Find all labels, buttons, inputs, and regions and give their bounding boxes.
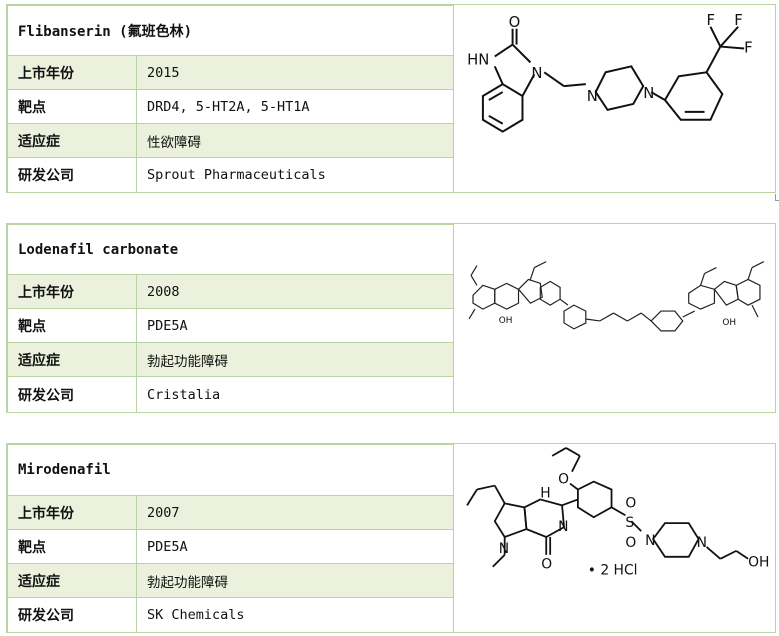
salt-label: • 2 HCl xyxy=(588,563,638,579)
row-label-company: 研发公司 xyxy=(7,376,137,413)
row-value-target: PDE5A xyxy=(136,308,455,343)
row-value-year: 2007 xyxy=(136,495,455,530)
atom-label: O xyxy=(625,495,636,511)
atom-label: N xyxy=(587,88,598,105)
row-label-company: 研发公司 xyxy=(7,597,137,633)
corner-mark xyxy=(775,194,779,201)
atom-label: HN xyxy=(467,51,489,68)
atom-label: N xyxy=(697,535,707,551)
chemical-structure-image: O H N N O S O O N N OH • 2 HCl xyxy=(453,444,775,632)
atom-label: OH xyxy=(722,318,736,328)
atom-label: O xyxy=(558,472,569,488)
row-label-indication: 适应症 xyxy=(7,123,137,158)
atom-label: N xyxy=(558,519,568,535)
structure-mirodenafil: O H N N O S O O N N OH • 2 HCl xyxy=(466,447,769,579)
row-value-target: PDE5A xyxy=(136,529,455,564)
atom-label: N xyxy=(531,65,542,82)
structure-flibanserin: HN O N N N F F F xyxy=(467,12,753,133)
row-label-year: 上市年份 xyxy=(7,274,137,309)
row-label-indication: 适应症 xyxy=(7,563,137,598)
row-value-year: 2015 xyxy=(136,55,455,90)
row-label-indication: 适应症 xyxy=(7,342,137,377)
row-value-indication: 勃起功能障碍 xyxy=(136,563,455,598)
row-label-target: 靶点 xyxy=(7,308,137,343)
atom-label: OH xyxy=(499,316,513,326)
atom-label: S xyxy=(625,515,634,531)
atom-label: O xyxy=(541,557,552,573)
row-value-indication: 性欲障碍 xyxy=(136,123,455,158)
atom-label: O xyxy=(509,14,521,31)
atom-label: O xyxy=(625,535,636,551)
structure-lodenafil: OH OH xyxy=(468,261,765,332)
atom-label: N xyxy=(499,541,509,557)
atom-label: N xyxy=(645,533,655,549)
atom-label: OH xyxy=(748,555,769,571)
row-label-year: 上市年份 xyxy=(7,495,137,530)
atom-label: F xyxy=(734,12,743,29)
atom-label: N xyxy=(643,85,654,102)
atom-label: H xyxy=(540,485,550,501)
row-value-indication: 勃起功能障碍 xyxy=(136,342,455,377)
row-label-year: 上市年份 xyxy=(7,55,137,90)
drug-name: Flibanserin (氟班色林) xyxy=(7,5,455,56)
row-value-year: 2008 xyxy=(136,274,455,309)
row-value-target: DRD4, 5-HT2A, 5-HT1A xyxy=(136,89,455,124)
atom-label: F xyxy=(707,12,716,29)
atom-label: F xyxy=(744,39,753,56)
drug-name: Mirodenafil xyxy=(7,444,455,496)
chemical-structure-image: HN O N N N F F F xyxy=(453,5,775,192)
row-value-company: Sprout Pharmaceuticals xyxy=(136,157,455,193)
chemical-structure-image: OH OH xyxy=(453,224,775,412)
row-value-company: SK Chemicals xyxy=(136,597,455,633)
row-value-company: Cristalia xyxy=(136,376,455,413)
row-label-target: 靶点 xyxy=(7,89,137,124)
row-label-company: 研发公司 xyxy=(7,157,137,193)
drug-name: Lodenafil carbonate xyxy=(7,224,455,275)
row-label-target: 靶点 xyxy=(7,529,137,564)
